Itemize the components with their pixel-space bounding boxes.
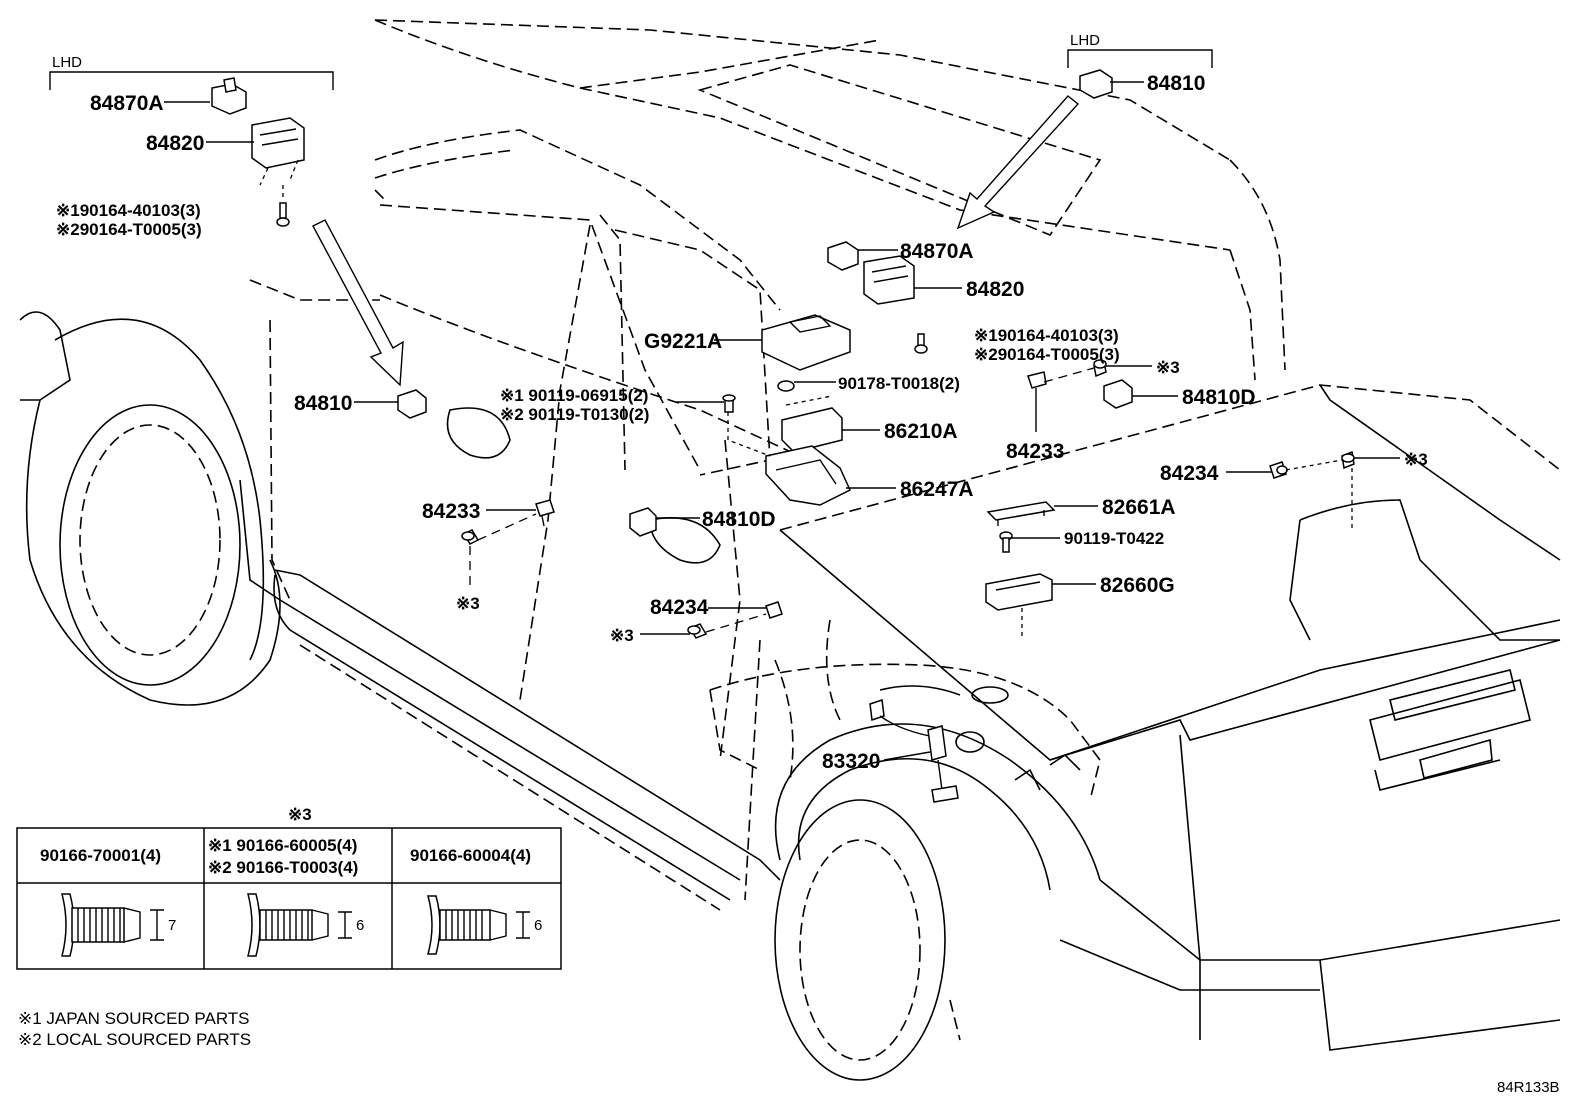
label-90178-T0018: 90178-T0018(2) (838, 374, 960, 393)
label-82661A: 82661A (1102, 496, 1176, 519)
part-86210A (781, 395, 843, 453)
label-ref3-c: ※3 (456, 594, 480, 613)
part-84233-left (535, 499, 555, 527)
leader-lines (164, 81, 1400, 761)
part-86247A (765, 445, 851, 506)
bolt-drawing-2-icon: 6 (247, 893, 364, 957)
label-84870A-top: 84870A (90, 92, 164, 115)
label-84870A-mid: 84870A (900, 240, 974, 263)
label-86247A: 86247A (900, 478, 974, 501)
label-84234-left: 84234 (650, 596, 709, 619)
bolt-drawing-3-icon: 6 (427, 895, 542, 955)
bolt-col1-header: 90166-70001(4) (40, 846, 161, 865)
lhd-bracket-right: LHD (1067, 32, 1213, 68)
label-83320: 83320 (822, 750, 880, 773)
label-84810-left: 84810 (294, 392, 352, 415)
bolt-dim-2: 6 (356, 917, 364, 934)
label-ref3-a: ※3 (1156, 358, 1180, 377)
bolt-table-title: ※3 (288, 805, 312, 824)
label-ref3-b: ※3 (1404, 450, 1428, 469)
part-84234-right (1269, 461, 1288, 479)
arrow-right-icon (956, 95, 1080, 230)
legend-note-2: ※2 LOCAL SOURCED PARTS (18, 1030, 251, 1049)
label-84810-top: 84810 (1147, 72, 1205, 95)
label-82660G: 82660G (1100, 574, 1175, 597)
label-86210A: 86210A (884, 420, 958, 443)
diagram-code: 84R133B (1497, 1079, 1560, 1096)
part-G9221A (761, 314, 851, 371)
legend-note-1: ※1 JAPAN SOURCED PARTS (18, 1009, 250, 1028)
label-84233-left: 84233 (422, 500, 480, 523)
part-84870A-top (211, 77, 247, 115)
part-84810D-left (629, 507, 657, 537)
part-84810D-right (1103, 379, 1133, 409)
bolt-dim-1: 7 (168, 917, 176, 934)
legend: ※1 JAPAN SOURCED PARTS ※2 LOCAL SOURCED … (18, 1009, 251, 1049)
part-84233-right (1027, 371, 1047, 432)
lhd-bracket-left: LHD (49, 54, 334, 90)
bolt-mid-icon (914, 333, 928, 354)
bolt-col2-header-2: ※2 90166-T0003(4) (208, 858, 358, 877)
part-84870A-mid (827, 241, 859, 271)
label-84820-top: 84820 (146, 132, 204, 155)
screw-left-icon (722, 394, 736, 413)
part-84234-left (765, 601, 783, 619)
bolt-ref3-lower-icon (687, 623, 708, 639)
bolt-ref3-left-icon (461, 529, 480, 545)
bolt-table: ※3 90166-70001(4) ※1 90166-60005(4) ※2 9… (16, 805, 562, 970)
label-bolt-note-mid-1: ※190164-40103(3) (974, 326, 1119, 345)
part-84820-top (251, 117, 305, 186)
bolt-top-icon (276, 185, 290, 227)
label-84233-right: 84233 (1006, 440, 1064, 463)
vehicle-outline (19, 19, 1561, 1081)
bolt-col2-header-1: ※1 90166-60005(4) (208, 836, 357, 855)
label-screw-note-2: ※2 90119-T0130(2) (500, 405, 649, 424)
bolt-ref3-far-right-icon (1341, 450, 1355, 470)
part-82661A (986, 501, 1056, 526)
lhd-label-left: LHD (52, 54, 82, 71)
part-82660G (985, 573, 1053, 640)
label-90119-T0422: 90119-T0422 (1064, 529, 1164, 548)
part-84820-mid (863, 255, 915, 305)
label-screw-note-1: ※1 90119-06915(2) (500, 386, 648, 405)
callout-labels: 84870A 84820 ※190164-40103(3) ※290164-T0… (56, 72, 1428, 773)
label-bolt-note-top-1: ※190164-40103(3) (56, 201, 201, 220)
label-ref3-d: ※3 (610, 626, 634, 645)
bolt-dim-3: 6 (534, 917, 542, 934)
label-84810D-right: 84810D (1182, 386, 1256, 409)
label-84820-mid: 84820 (966, 278, 1024, 301)
label-bolt-note-mid-2: ※290164-T0005(3) (974, 345, 1120, 364)
label-G9221A: G9221A (644, 330, 722, 353)
bolt-drawing-1-icon: 7 (61, 893, 176, 957)
label-84234-right: 84234 (1160, 462, 1219, 485)
part-84810-top (1079, 69, 1113, 99)
bolt-ref3-right-icon (1093, 359, 1107, 378)
part-84810-left (397, 389, 427, 419)
arrow-left-icon (312, 219, 404, 387)
label-bolt-note-top-2: ※290164-T0005(3) (56, 220, 202, 239)
bolt-col3-header: 90166-60004(4) (410, 846, 531, 865)
screw-90119-T0422-icon (999, 531, 1013, 553)
washer-icon (777, 380, 795, 392)
lhd-label-right: LHD (1070, 32, 1100, 49)
part-83320 (869, 698, 959, 803)
label-84810D-left: 84810D (702, 508, 776, 531)
